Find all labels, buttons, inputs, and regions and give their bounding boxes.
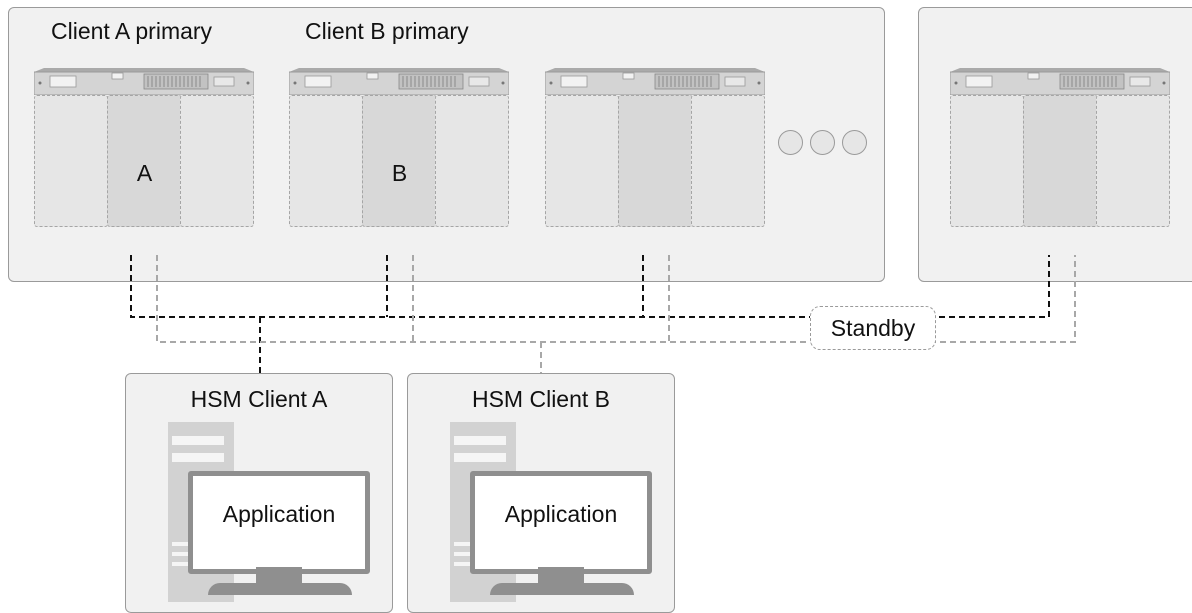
appliance-chassis-icon [950, 68, 1170, 95]
monitor-icon: Application [470, 471, 652, 574]
hsm-appliance-1: A [34, 68, 254, 228]
monitor-stand [256, 567, 302, 584]
partition-slot [1023, 95, 1098, 227]
standby-label: Standby [810, 306, 936, 350]
partition-slot [950, 95, 1024, 227]
partition-slot [1096, 95, 1170, 227]
connection-lines [130, 255, 1076, 375]
partition-slot [691, 95, 765, 227]
hsm-client-a-title: HSM Client A [190, 386, 328, 412]
partition-slot [545, 95, 619, 227]
partition-slot [180, 95, 254, 227]
appliance-chassis-icon [545, 68, 765, 95]
hsm-appliance-standby [950, 68, 1170, 228]
application-label: Application [222, 501, 336, 527]
hsm-client-a: HSM Client A Application [125, 373, 393, 613]
standby-connection-lines [156, 255, 1076, 375]
client-b-primary-label: Client B primary [305, 18, 469, 44]
hsm-appliance-2: B [289, 68, 509, 228]
primary-connection-lines [130, 255, 1050, 375]
hsm-appliance-3 [545, 68, 765, 228]
partition-slot-a: A [107, 95, 182, 227]
partition-slot [435, 95, 509, 227]
monitor-icon: Application [188, 471, 370, 574]
partition-slot [289, 95, 363, 227]
hsm-client-b-title: HSM Client B [471, 386, 611, 412]
appliance-chassis-icon [289, 68, 509, 95]
appliance-chassis-icon [34, 68, 254, 95]
monitor-base [208, 583, 352, 595]
hsm-client-b: HSM Client B Application [407, 373, 675, 613]
monitor-stand [538, 567, 584, 584]
partition-a-label: A [136, 160, 153, 186]
partition-b-label: B [391, 160, 408, 186]
application-label: Application [504, 501, 618, 527]
monitor-base [490, 583, 634, 595]
client-a-primary-label: Client A primary [51, 18, 213, 44]
more-appliances-ellipsis-icon [778, 130, 870, 156]
